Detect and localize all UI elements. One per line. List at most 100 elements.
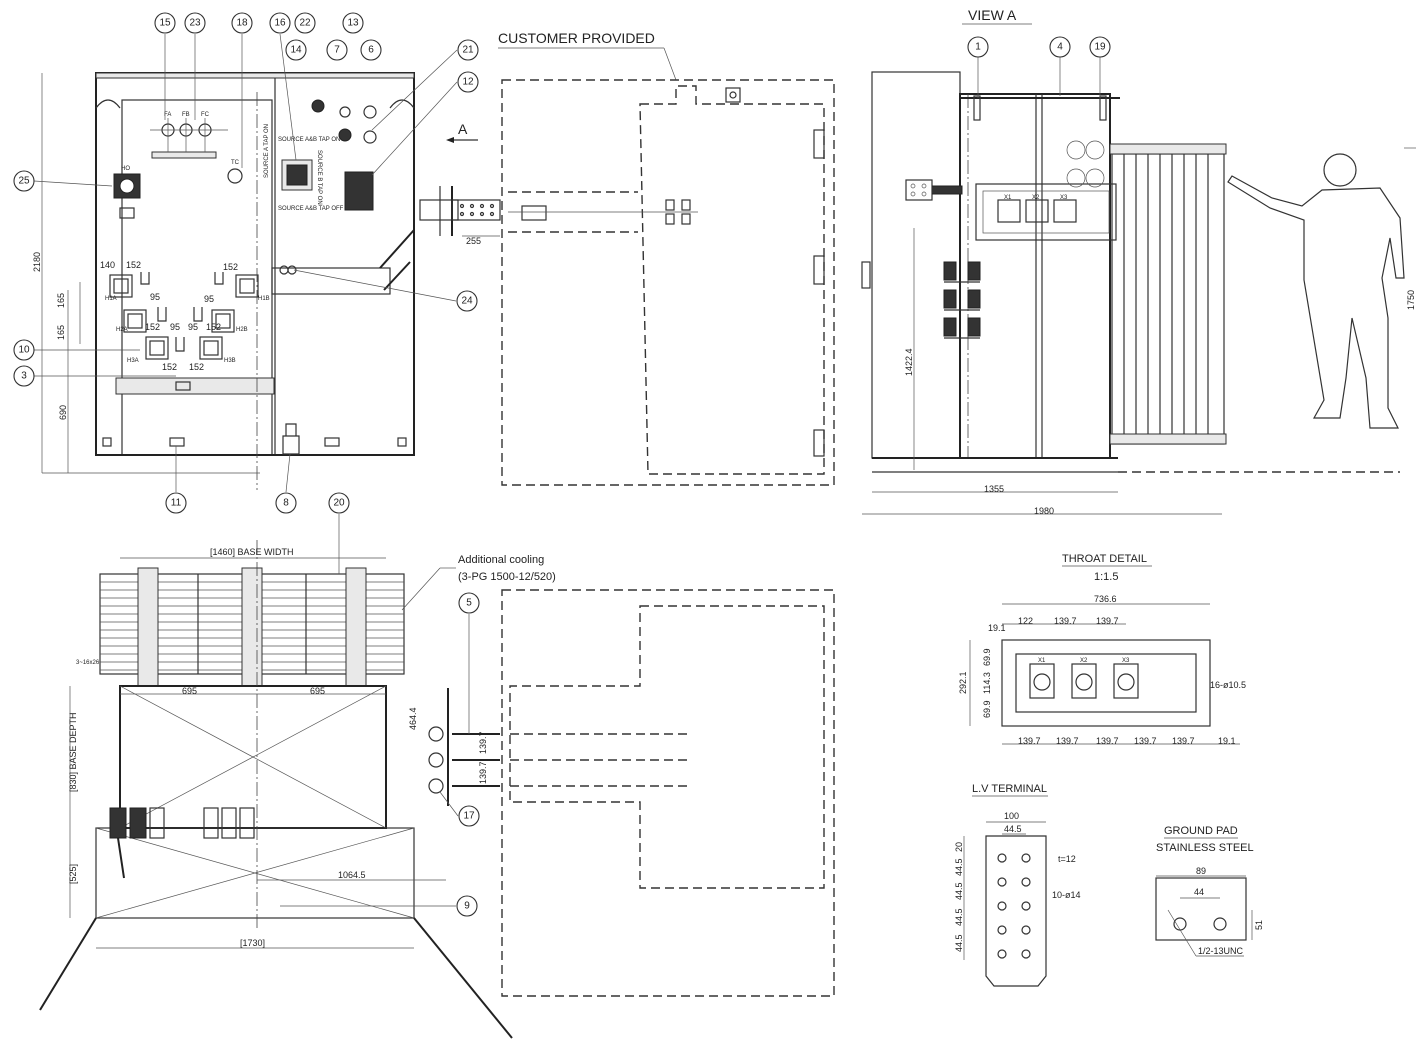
svg-text:23: 23 bbox=[189, 18, 201, 29]
dim-th-1397b: 139.7 bbox=[1096, 616, 1119, 626]
dim-plan-4644: 464.4 bbox=[408, 707, 418, 730]
h2b-label: H2B bbox=[236, 327, 248, 333]
dim-front-152e: 152 bbox=[162, 362, 177, 372]
dim-th-2921: 292.1 bbox=[958, 671, 968, 694]
h3b-label: H3B bbox=[224, 358, 236, 364]
balloon-25: 25 bbox=[13, 170, 35, 192]
dim-gp-thread: 1/2-13UNC bbox=[1198, 946, 1244, 956]
balloon-3: 3 bbox=[13, 365, 35, 387]
dim-th-b5: 139.7 bbox=[1172, 736, 1195, 746]
dim-th-b2: 139.7 bbox=[1056, 736, 1079, 746]
side-x2-label: X2 bbox=[1032, 195, 1040, 201]
tap-on-label: SOURCE A&B TAP ON bbox=[278, 137, 340, 143]
dim-plan-3x: 3~16x26 bbox=[76, 660, 100, 666]
balloon-15: 15 bbox=[154, 12, 176, 34]
dim-front-152b: 152 bbox=[223, 262, 238, 272]
svg-text:7: 7 bbox=[334, 45, 340, 56]
balloon-6: 6 bbox=[360, 39, 382, 61]
dim-front-152d: 152 bbox=[206, 322, 221, 332]
dim-side-1750: 1750 bbox=[1406, 290, 1416, 310]
dim-th-1397a: 139.7 bbox=[1054, 616, 1077, 626]
dim-plan-1064: 1064.5 bbox=[338, 870, 366, 880]
ho-label: HO bbox=[121, 166, 130, 172]
svg-text:5: 5 bbox=[466, 598, 472, 609]
dim-th-b4: 139.7 bbox=[1134, 736, 1157, 746]
plan-lv-bushings bbox=[428, 688, 500, 806]
dim-gp-51: 51 bbox=[1254, 920, 1264, 930]
throat-x2-label: X2 bbox=[1080, 658, 1088, 664]
svg-text:11: 11 bbox=[171, 498, 182, 509]
dim-th-122: 122 bbox=[1018, 616, 1033, 626]
dim-th-b3: 139.7 bbox=[1096, 736, 1119, 746]
dim-plan-695a: 695 bbox=[182, 686, 197, 696]
balloon-18: 18 bbox=[231, 12, 253, 34]
dim-plan-1397b: 139.7 bbox=[478, 761, 488, 784]
front-view: FA FB FC TC HO SOURCE A&B TAP ON SOURCE … bbox=[32, 72, 501, 490]
dim-lv-v4: 44.5 bbox=[954, 934, 964, 952]
balloon-13: 13 bbox=[342, 12, 364, 34]
section-a-label: A bbox=[458, 121, 468, 137]
dim-base-width: [1460] BASE WIDTH bbox=[210, 547, 294, 557]
fc-label: FC bbox=[201, 112, 210, 118]
dim-th-7366: 736.6 bbox=[1094, 594, 1117, 604]
balloon-16: 16 bbox=[269, 12, 291, 34]
ground-pad-title: GROUND PAD bbox=[1164, 825, 1238, 837]
stainless-steel-label: STAINLESS STEEL bbox=[1156, 842, 1254, 854]
dim-lv-holes: 10-ø14 bbox=[1052, 890, 1081, 900]
dim-gp-44: 44 bbox=[1194, 887, 1204, 897]
balloon-9: 9 bbox=[456, 895, 478, 917]
dim-front-152a: 152 bbox=[126, 260, 141, 270]
svg-text:24: 24 bbox=[461, 296, 473, 307]
dim-front-95c: 95 bbox=[170, 322, 180, 332]
balloon-12: 12 bbox=[457, 71, 479, 93]
svg-text:3: 3 bbox=[21, 371, 27, 382]
balloon-17: 17 bbox=[458, 805, 480, 827]
balloon-21: 21 bbox=[457, 39, 479, 61]
balloon-14: 14 bbox=[285, 39, 307, 61]
dim-lv-v2: 44.5 bbox=[954, 882, 964, 900]
svg-text:15: 15 bbox=[159, 18, 171, 29]
dim-th-699a: 69.9 bbox=[982, 648, 992, 666]
dim-front-152f: 152 bbox=[189, 362, 204, 372]
fa-label: FA bbox=[164, 112, 171, 118]
dim-lv-100: 100 bbox=[1004, 811, 1019, 821]
throat-x1-label: X1 bbox=[1038, 658, 1046, 664]
dim-lv-445: 44.5 bbox=[1004, 824, 1022, 834]
side-x3-label: X3 bbox=[1060, 195, 1068, 201]
svg-text:21: 21 bbox=[462, 45, 474, 56]
balloons: 1 4 19 15 23 18 16 22 13 14 7 6 21 12 25… bbox=[13, 12, 1111, 917]
balloon-23: 23 bbox=[184, 12, 206, 34]
throat-detail: THROAT DETAIL 1:1.5 X1 X2 X3 736.6 19.1 … bbox=[958, 553, 1246, 746]
h1a-label: H1A bbox=[105, 296, 117, 302]
dim-front-690: 690 bbox=[58, 405, 68, 420]
tap-off-label: SOURCE A&B TAP OFF bbox=[278, 206, 344, 212]
radiator-fins bbox=[1109, 143, 1227, 445]
nameplate bbox=[344, 171, 374, 211]
h2a-label: H2A bbox=[116, 327, 128, 333]
dim-lv-v1: 44.5 bbox=[954, 858, 964, 876]
dim-front-95d: 95 bbox=[188, 322, 198, 332]
svg-text:13: 13 bbox=[347, 18, 359, 29]
customer-provided-label: CUSTOMER PROVIDED bbox=[498, 30, 655, 46]
svg-text:18: 18 bbox=[236, 18, 248, 29]
balloon-22: 22 bbox=[294, 12, 316, 34]
dim-side-1980: 1980 bbox=[1034, 506, 1054, 516]
view-a: VIEW A X1 X2 X3 bbox=[861, 7, 1416, 516]
ho-bushing bbox=[113, 173, 141, 199]
svg-text:22: 22 bbox=[299, 18, 311, 29]
balloon-8: 8 bbox=[275, 492, 297, 514]
dim-front-95a: 95 bbox=[150, 292, 160, 302]
fb-label: FB bbox=[182, 112, 190, 118]
balloon-20: 20 bbox=[328, 492, 350, 514]
dim-side-1422: 1422.4 bbox=[904, 348, 914, 376]
dim-front-height: 2180 bbox=[32, 252, 42, 272]
svg-text:25: 25 bbox=[18, 176, 30, 187]
balloon-1: 1 bbox=[967, 36, 989, 58]
fan-bushings bbox=[150, 118, 228, 159]
lv-terminal-title: L.V TERMINAL bbox=[972, 783, 1047, 795]
dim-gp-89: 89 bbox=[1196, 866, 1206, 876]
svg-text:14: 14 bbox=[290, 45, 302, 56]
customer-plan-view bbox=[501, 589, 835, 997]
tc-label: TC bbox=[231, 160, 240, 166]
